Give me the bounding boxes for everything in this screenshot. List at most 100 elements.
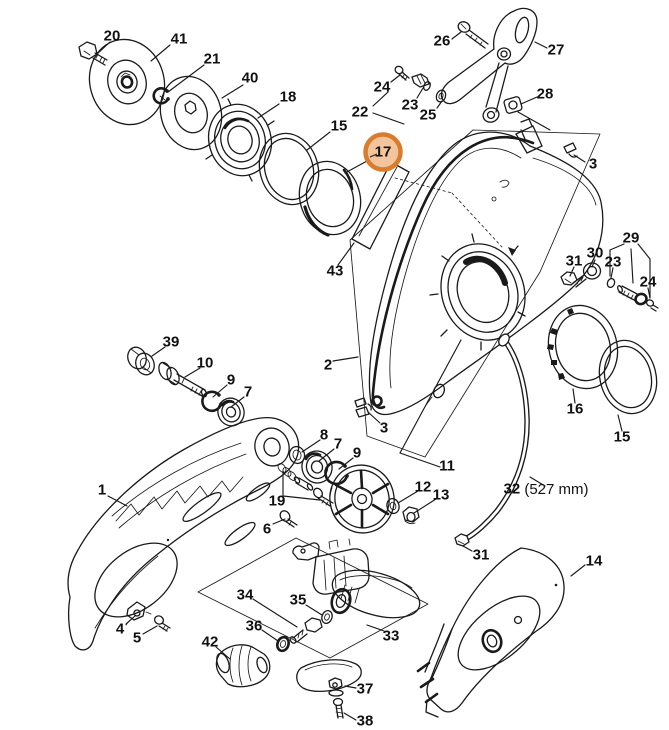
callout-label-34[interactable]: 34: [237, 587, 254, 604]
callout-19[interactable]: 19: [269, 493, 286, 510]
callout-label-15[interactable]: 15: [614, 429, 631, 446]
callout-13[interactable]: 13: [433, 487, 450, 504]
callout-6[interactable]: 6: [263, 521, 271, 538]
callout-16[interactable]: 16: [567, 401, 584, 418]
callout-label-38[interactable]: 38: [357, 713, 374, 730]
callout-label-42[interactable]: 42: [202, 634, 219, 651]
callout-label-1[interactable]: 1: [98, 482, 106, 499]
callout-40[interactable]: 40: [242, 70, 259, 87]
callout-32[interactable]: 32 (527 mm): [503, 481, 588, 498]
callout-29[interactable]: 29: [623, 230, 640, 247]
callout-36[interactable]: 36: [246, 618, 263, 635]
callout-33[interactable]: 33: [383, 628, 400, 645]
callout-label-27[interactable]: 27: [548, 42, 565, 59]
callout-39[interactable]: 39: [163, 334, 180, 351]
callout-label-37[interactable]: 37: [357, 681, 374, 698]
callout-41[interactable]: 41: [171, 31, 188, 48]
callout-22[interactable]: 22: [352, 104, 369, 121]
callout-23[interactable]: 23: [402, 97, 419, 114]
callout-label-4[interactable]: 4: [116, 621, 125, 638]
callout-25[interactable]: 25: [420, 107, 437, 124]
callout-3[interactable]: 3: [589, 156, 597, 173]
callout-label-32[interactable]: 32 (527 mm): [503, 481, 588, 498]
callout-label-30[interactable]: 30: [587, 245, 604, 262]
callout-label-41[interactable]: 41: [171, 31, 188, 48]
callout-label-8[interactable]: 8: [320, 427, 328, 444]
callout-1[interactable]: 1: [98, 482, 106, 499]
callout-17[interactable]: 17: [363, 132, 403, 172]
callout-label-18[interactable]: 18: [280, 89, 297, 106]
callout-31[interactable]: 31: [566, 253, 583, 270]
callout-7[interactable]: 7: [244, 384, 252, 401]
callout-label-10[interactable]: 10: [197, 355, 214, 372]
callout-label-36[interactable]: 36: [246, 618, 263, 635]
callout-label-3[interactable]: 3: [380, 420, 388, 437]
callout-42[interactable]: 42: [202, 634, 219, 651]
callout-9[interactable]: 9: [227, 372, 235, 389]
callout-label-16[interactable]: 16: [567, 401, 584, 418]
callout-37[interactable]: 37: [357, 681, 374, 698]
callout-30[interactable]: 30: [587, 245, 604, 262]
callout-7[interactable]: 7: [334, 436, 342, 453]
callout-24[interactable]: 24: [374, 79, 391, 96]
callout-label-24[interactable]: 24: [640, 274, 657, 291]
callout-label-6[interactable]: 6: [263, 521, 271, 538]
callout-18[interactable]: 18: [280, 89, 297, 106]
callout-label-43[interactable]: 43: [327, 263, 344, 280]
callout-label-9[interactable]: 9: [227, 372, 235, 389]
callout-label-7[interactable]: 7: [244, 384, 252, 401]
callout-label-19[interactable]: 19: [269, 493, 286, 510]
callout-label-35[interactable]: 35: [290, 592, 307, 609]
callout-26[interactable]: 26: [434, 33, 451, 50]
highlight-badge[interactable]: [363, 132, 403, 172]
callout-4[interactable]: 4: [116, 621, 125, 638]
callout-3[interactable]: 3: [380, 420, 388, 437]
callout-8[interactable]: 8: [320, 427, 328, 444]
callout-28[interactable]: 28: [537, 86, 554, 103]
callout-14[interactable]: 14: [586, 553, 603, 570]
callout-27[interactable]: 27: [548, 42, 565, 59]
callout-label-14[interactable]: 14: [586, 553, 603, 570]
callout-24[interactable]: 24: [640, 274, 657, 291]
callout-label-12[interactable]: 12: [415, 479, 432, 496]
callout-31[interactable]: 31: [473, 547, 490, 564]
callout-label-5[interactable]: 5: [133, 630, 141, 647]
callout-label-23[interactable]: 23: [605, 254, 622, 271]
callout-label-31[interactable]: 31: [473, 547, 490, 564]
callout-label-24[interactable]: 24: [374, 79, 391, 96]
callout-label-21[interactable]: 21: [204, 51, 221, 68]
callout-43[interactable]: 43: [327, 263, 344, 280]
callout-12[interactable]: 12: [415, 479, 432, 496]
callout-label-26[interactable]: 26: [434, 33, 451, 50]
callout-label-23[interactable]: 23: [402, 97, 419, 114]
callout-11[interactable]: 11: [439, 458, 455, 475]
callout-label-28[interactable]: 28: [537, 86, 554, 103]
callout-20[interactable]: 20: [104, 28, 121, 45]
callout-label-31[interactable]: 31: [566, 253, 583, 270]
callout-label-13[interactable]: 13: [433, 487, 450, 504]
callout-label-15[interactable]: 15: [331, 118, 348, 135]
callout-label-40[interactable]: 40: [242, 70, 259, 87]
callout-label-29[interactable]: 29: [623, 230, 640, 247]
callout-34[interactable]: 34: [237, 587, 254, 604]
callout-label-39[interactable]: 39: [163, 334, 180, 351]
callout-10[interactable]: 10: [197, 355, 214, 372]
callout-21[interactable]: 21: [204, 51, 221, 68]
callout-5[interactable]: 5: [133, 630, 141, 647]
callout-9[interactable]: 9: [353, 445, 361, 462]
callout-35[interactable]: 35: [290, 592, 307, 609]
callout-label-9[interactable]: 9: [353, 445, 361, 462]
callout-label-2[interactable]: 2: [324, 357, 332, 374]
callout-label-7[interactable]: 7: [334, 436, 342, 453]
callout-2[interactable]: 2: [324, 357, 332, 374]
callout-label-11[interactable]: 11: [439, 458, 455, 475]
callout-label-20[interactable]: 20: [104, 28, 121, 45]
callout-23[interactable]: 23: [605, 254, 622, 271]
callout-38[interactable]: 38: [357, 713, 374, 730]
callout-label-22[interactable]: 22: [352, 104, 369, 121]
callout-15[interactable]: 15: [331, 118, 348, 135]
callout-label-3[interactable]: 3: [589, 156, 597, 173]
callout-15[interactable]: 15: [614, 429, 631, 446]
callout-label-33[interactable]: 33: [383, 628, 400, 645]
callout-label-17[interactable]: 17: [375, 144, 392, 161]
